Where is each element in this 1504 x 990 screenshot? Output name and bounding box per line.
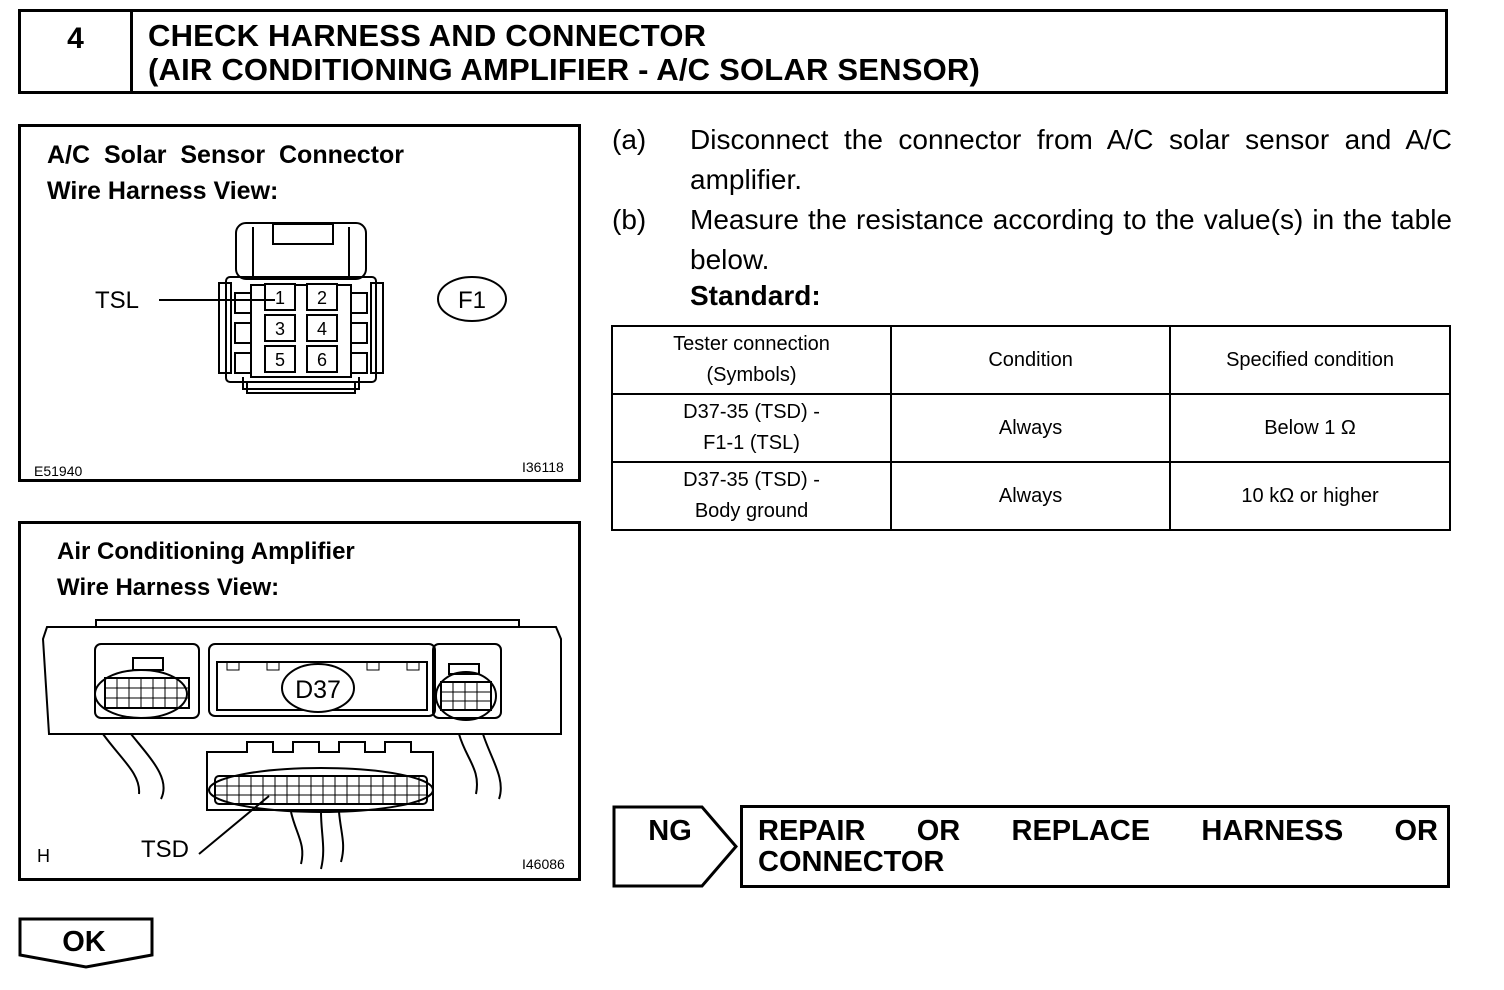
row2-specified-condition: 10 kΩ or higher bbox=[1169, 461, 1451, 531]
standard-label: Standard: bbox=[690, 280, 821, 311]
d37-ellipse bbox=[281, 663, 355, 713]
pin-6-label: 6 bbox=[317, 350, 327, 370]
instruction-b-label: (b) bbox=[612, 204, 647, 235]
row2-tester-connection: D37-35 (TSD) - Body ground bbox=[610, 461, 893, 531]
amplifier-drawing: D37 bbox=[41, 619, 562, 870]
pin-3-label: 3 bbox=[275, 319, 285, 339]
air-conditioning-amplifier-figure: Air Conditioning Amplifier Wire Harness … bbox=[18, 521, 581, 881]
specification-table: Tester connection (Symbols) Condition Sp… bbox=[610, 325, 1451, 531]
ng-action-box: REPAIR OR REPLACE HARNESS OR CONNECTOR bbox=[740, 805, 1450, 888]
instruction-a: (a) Disconnect the connector from A/C so… bbox=[612, 120, 1452, 200]
pin-5-label: 5 bbox=[275, 350, 285, 370]
step-number: 4 bbox=[21, 12, 133, 91]
instruction-a-text: Disconnect the connector from A/C solar … bbox=[690, 124, 1452, 195]
tsd-leader-line bbox=[198, 795, 270, 855]
table-row: D37-35 (TSD) - Body ground Always 10 kΩ … bbox=[610, 461, 1451, 531]
f1-ellipse bbox=[437, 276, 507, 322]
step-title-line1: CHECK HARNESS AND CONNECTOR bbox=[148, 18, 707, 53]
row2-condition: Always bbox=[890, 461, 1172, 531]
row1-specified-condition: Below 1 Ω bbox=[1169, 393, 1451, 463]
header-condition: Condition bbox=[890, 325, 1172, 395]
step-header: 4 CHECK HARNESS AND CONNECTOR (AIR CONDI… bbox=[18, 9, 1448, 94]
pin-5-cell bbox=[264, 345, 296, 373]
row1-condition: Always bbox=[890, 393, 1172, 463]
pin-1-label: 1 bbox=[275, 288, 285, 308]
pin-2-cell bbox=[306, 283, 338, 311]
step-title: CHECK HARNESS AND CONNECTOR (AIR CONDITI… bbox=[148, 19, 980, 87]
header-tester-connection-line1: Tester connection bbox=[673, 333, 830, 355]
amp-figure-title: Air Conditioning Amplifier Wire Harness … bbox=[57, 534, 355, 606]
pin-3-cell bbox=[264, 314, 296, 342]
row1-conn-line2: F1-1 (TSL) bbox=[703, 432, 800, 454]
row1-tester-connection: D37-35 (TSD) - F1-1 (TSL) bbox=[610, 393, 893, 463]
f1-label: F1 bbox=[458, 287, 486, 314]
ok-arrow-tag: OK bbox=[18, 917, 154, 969]
solar-sensor-connector-figure: A/C Solar Sensor Connector Wire Harness … bbox=[18, 124, 581, 482]
ng-action-text: REPAIR OR REPLACE HARNESS OR CONNECTOR bbox=[758, 815, 1438, 878]
pin-2-label: 2 bbox=[317, 288, 327, 308]
ng-label: NG bbox=[648, 815, 692, 847]
header-specified-condition: Specified condition bbox=[1169, 325, 1451, 395]
pin-4-cell bbox=[306, 314, 338, 342]
table-header-row: Tester connection (Symbols) Condition Sp… bbox=[610, 325, 1451, 395]
instruction-a-label: (a) bbox=[612, 124, 647, 155]
d37-label: D37 bbox=[295, 676, 341, 704]
amp-figure-code-left: H bbox=[37, 846, 50, 866]
header-tester-connection: Tester connection (Symbols) bbox=[610, 325, 893, 395]
solar-figure-code-left: E51940 bbox=[34, 463, 83, 479]
pin-6-cell bbox=[306, 345, 338, 373]
solar-figure-title: A/C Solar Sensor Connector Wire Harness … bbox=[47, 137, 404, 209]
instruction-b-text: Measure the resistance according to the … bbox=[690, 204, 1452, 275]
amp-figure-title-line1: Air Conditioning Amplifier bbox=[57, 538, 355, 565]
instruction-b: (b) Measure the resistance according to … bbox=[612, 200, 1452, 280]
amp-figure-title-line2: Wire Harness View: bbox=[57, 574, 280, 601]
row1-conn-line1: D37-35 (TSD) - bbox=[683, 401, 820, 423]
solar-figure-title-line2: Wire Harness View: bbox=[47, 177, 279, 205]
header-tester-connection-line2: (Symbols) bbox=[706, 364, 797, 386]
pin-1-cell bbox=[264, 283, 296, 311]
tsd-callout: TSD bbox=[141, 836, 189, 863]
solar-connector-drawing: 1 2 3 4 5 6 F1 bbox=[159, 222, 507, 394]
row2-conn-line1: D37-35 (TSD) - bbox=[683, 469, 820, 491]
row2-conn-line2: Body ground bbox=[694, 500, 809, 522]
solar-figure-title-line1: A/C Solar Sensor Connector bbox=[47, 141, 405, 169]
tsl-callout: TSL bbox=[95, 287, 140, 314]
ng-arrow-tag: NG bbox=[612, 805, 738, 888]
solar-figure-code-right: I36118 bbox=[522, 459, 564, 475]
table-row: D37-35 (TSD) - F1-1 (TSL) Always Below 1… bbox=[610, 393, 1451, 463]
pin-4-label: 4 bbox=[317, 319, 327, 339]
ok-label: OK bbox=[62, 926, 106, 958]
amp-figure-code-right: I46086 bbox=[522, 856, 565, 872]
step-title-line2: (AIR CONDITIONING AMPLIFIER - A/C SOLAR … bbox=[148, 52, 981, 87]
